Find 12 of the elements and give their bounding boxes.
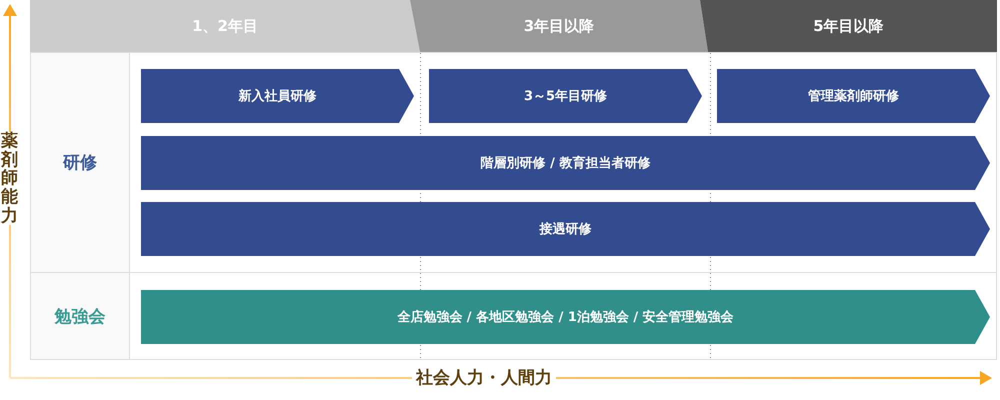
axis-label: 薬剤師能力: [1, 132, 18, 226]
training-label: 接遇研修: [540, 220, 592, 238]
training-label: 全店勉強会 / 各地区勉強会 / 1泊勉強会 / 安全管理勉強会: [397, 308, 734, 326]
training-label: 階層別研修 / 教育担当者研修: [480, 154, 650, 172]
row-label: 勉強会: [54, 306, 106, 328]
training-label: 新入社員研修: [238, 88, 316, 105]
period-label: 3年目以降: [524, 16, 594, 36]
period-label: 5年目以降: [813, 16, 884, 36]
row-label: 研修: [63, 152, 97, 174]
training-label: 管理薬剤師研修: [808, 88, 899, 105]
axis-label: 社会人力・人間力: [412, 368, 556, 388]
training-label: 3～5年目研修: [524, 88, 608, 105]
